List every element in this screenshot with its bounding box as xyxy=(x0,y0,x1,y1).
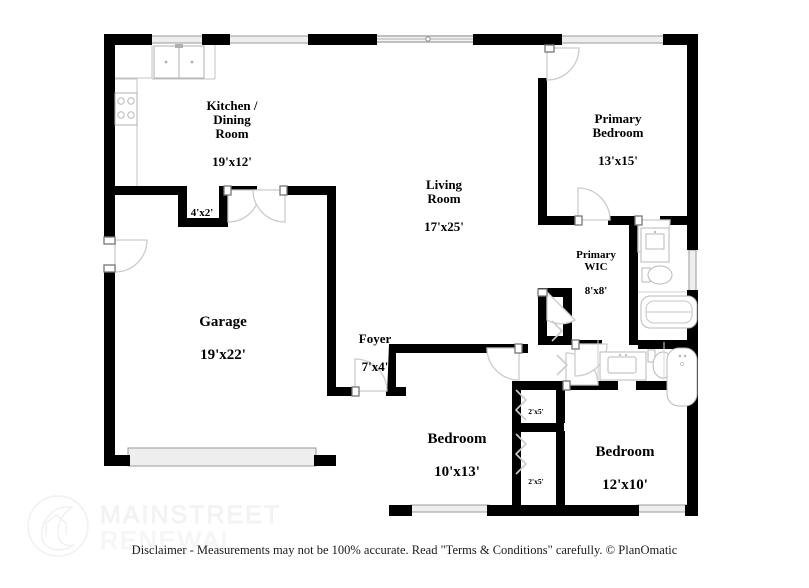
wall-wic-bottom xyxy=(563,315,572,345)
primary-bath-tub-icon xyxy=(640,295,698,329)
wall-hall-left-nub xyxy=(538,336,572,345)
walls-layer xyxy=(104,34,698,516)
wall-top-e xyxy=(663,34,698,45)
wall-primary-west xyxy=(538,78,547,225)
wall-wic-south xyxy=(538,315,547,345)
wall-bottom-c xyxy=(685,505,698,516)
wall-top-c xyxy=(308,34,377,45)
wall-primary-south-b xyxy=(608,216,638,225)
wall-primary-south-c xyxy=(660,216,688,225)
window-primary-bedroom xyxy=(559,35,666,44)
wall-wic-jog-side xyxy=(563,288,572,322)
primary-bath-toilet-icon xyxy=(641,265,673,285)
window-bedroom-3 xyxy=(636,504,688,513)
windows-layer xyxy=(127,35,697,513)
window-kitchen xyxy=(149,35,205,44)
window-dining xyxy=(227,35,311,44)
wall-pantry-right xyxy=(219,186,228,226)
wall-top-a xyxy=(104,34,152,45)
door-garage-foyer xyxy=(351,358,388,397)
wall-closet2-left xyxy=(512,381,521,427)
door-primary-wic xyxy=(574,187,611,226)
wall-top-d xyxy=(473,34,562,45)
wall-left-upper xyxy=(104,34,115,237)
wall-wic-jog-top xyxy=(538,288,572,297)
wall-primary-south-a xyxy=(538,216,579,225)
door-wic-inner xyxy=(537,288,577,325)
wall-bed2-top xyxy=(430,344,519,353)
wall-pantry-bottom xyxy=(178,218,228,227)
kitchen-counter xyxy=(115,45,153,79)
wall-kitchen-garage-a xyxy=(104,186,182,195)
wall-garage-bottom-right xyxy=(314,455,336,466)
hall-bath-sink-icon xyxy=(599,351,647,381)
wall-pantry-left xyxy=(178,186,187,226)
wall-garage-foyer-sill xyxy=(336,387,354,396)
fixtures-layer xyxy=(114,44,698,407)
wall-closet3-right xyxy=(556,381,565,423)
door-primary-bedroom xyxy=(544,44,580,81)
door-bedroom-2 xyxy=(486,343,523,381)
bifold-closet-bedroom2 xyxy=(515,389,527,421)
wall-closet-mid xyxy=(512,423,564,432)
primary-bath-sink-icon xyxy=(640,227,670,263)
wall-foyer-angle xyxy=(387,344,437,396)
garage-door xyxy=(127,447,317,467)
double-sink-icon xyxy=(153,44,205,79)
bifold-doors-layer xyxy=(515,320,568,475)
stove-burners-icon xyxy=(114,92,138,126)
wall-closet3-right-b xyxy=(556,431,565,512)
wall-top-b xyxy=(202,34,230,45)
bifold-wic xyxy=(551,320,563,342)
wall-wic-west xyxy=(538,288,547,321)
wall-left-lower xyxy=(104,271,115,466)
wall-garage-bottom-left xyxy=(104,455,130,466)
wall-bed2-east xyxy=(512,427,521,512)
door-living-hall xyxy=(252,185,288,223)
disclaimer-text: Disclaimer - Measurements may not be 100… xyxy=(131,543,678,557)
wall-closet2-top xyxy=(512,381,564,390)
door-garage-exterior xyxy=(103,236,148,273)
hall-bath-tub-icon xyxy=(666,347,698,407)
wall-bath-divider xyxy=(638,340,698,349)
wall-bottom-a xyxy=(389,505,412,516)
window-primary-bath xyxy=(688,249,697,293)
wall-right-upper xyxy=(687,34,698,250)
bifold-closet-bedroom3 xyxy=(515,433,527,475)
sliding-glass-door xyxy=(374,35,476,43)
wall-wic-east xyxy=(629,225,638,345)
wall-kitchen-garage-c xyxy=(283,186,336,195)
kitchen-counter-2 xyxy=(115,78,138,186)
bifold-hall xyxy=(556,354,568,376)
wall-garage-east xyxy=(327,186,336,396)
window-bedroom-2 xyxy=(410,504,490,513)
